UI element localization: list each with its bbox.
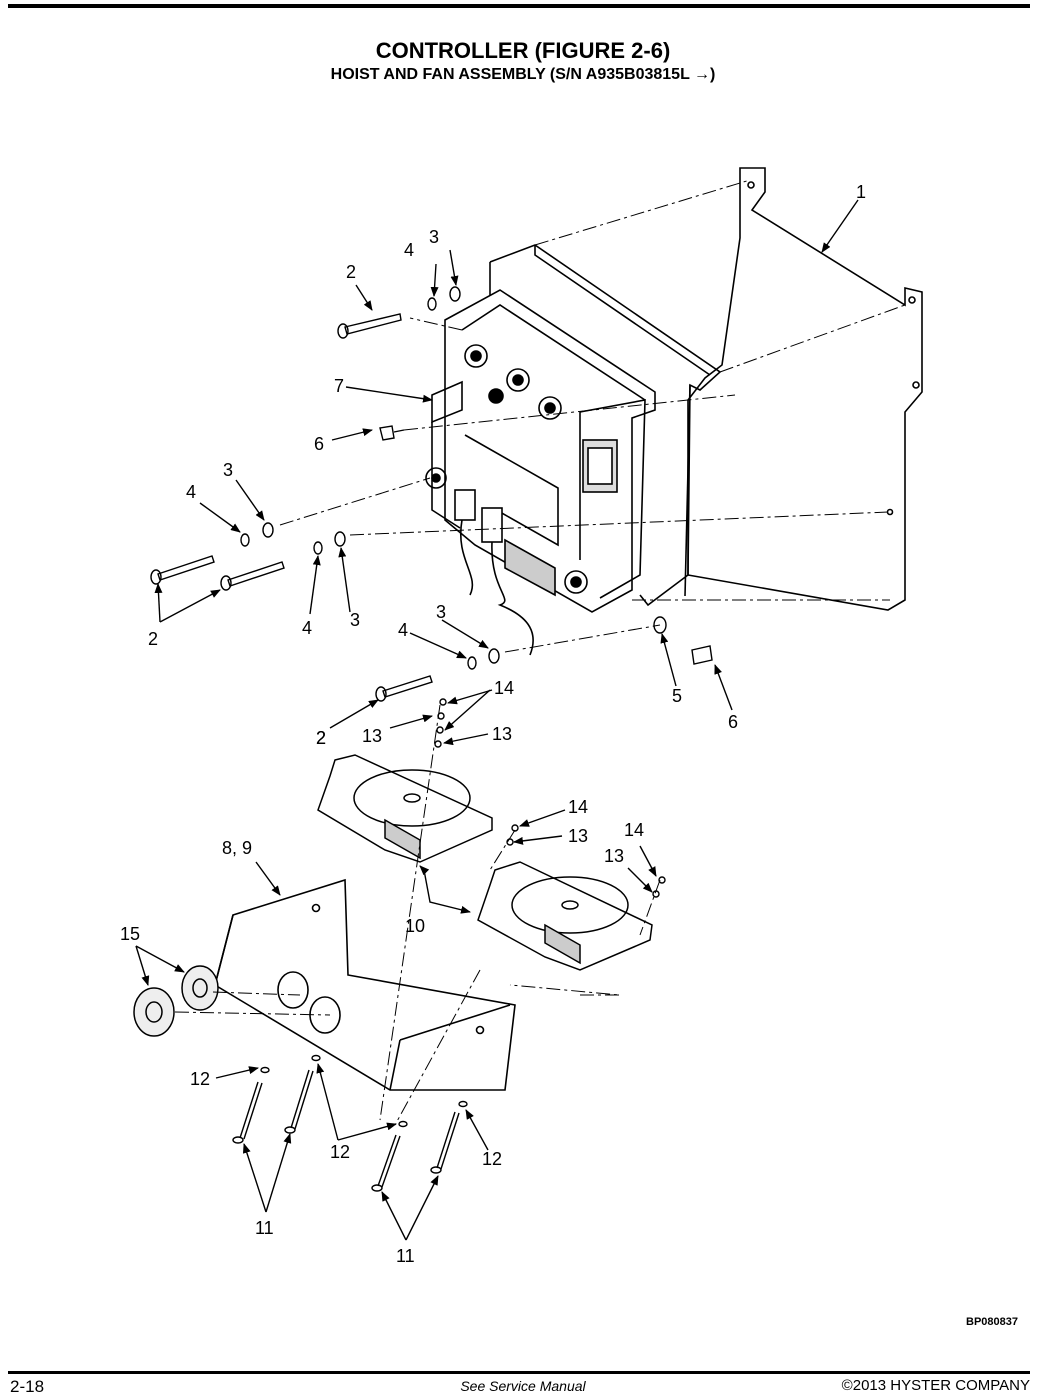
callout-label: 5 (672, 686, 682, 706)
page-subtitle: HOIST AND FAN ASSEMBLY (S/N A935B03815L … (330, 66, 716, 83)
alignment-lines (174, 179, 906, 1126)
callout-label: 3 (223, 460, 233, 480)
callout-label: 2 (316, 728, 326, 748)
hardware-fasteners (150, 286, 713, 898)
callout-label: 12 (190, 1069, 210, 1089)
callout-label: 14 (568, 797, 588, 817)
callout-label: 15 (120, 924, 140, 944)
callout-label: 13 (568, 826, 588, 846)
mounting-plate (687, 167, 923, 611)
controller-heatsink-housing (489, 244, 722, 607)
page-number: 2-18 (10, 1377, 45, 1396)
callout-label: 8, 9 (222, 838, 252, 858)
cooling-fan-upper (317, 754, 493, 863)
bottom-rule (8, 1371, 1030, 1374)
callout-label: 11 (255, 1218, 274, 1238)
callout-label: 6 (728, 712, 738, 732)
callout-label: 2 (316, 728, 326, 748)
callout-labels: 1 2 3 4 2 3 4 4 3 2 3 4 7 6 5 6 2 13 14 … (120, 182, 866, 1266)
callout-label: 12 (330, 1142, 350, 1162)
callout-label: 4 (404, 240, 414, 260)
callout-label: 14 (624, 820, 644, 840)
grommets (133, 965, 219, 1037)
controller-body (425, 289, 656, 656)
callout-label: 11 (396, 1246, 415, 1266)
callout-label: 2 (148, 629, 158, 649)
callout-label: 4 (302, 618, 312, 638)
callout-label: 3 (436, 602, 446, 622)
callout-label: 7 (334, 376, 344, 396)
page-title: CONTROLLER (FIGURE 2-6) (375, 38, 671, 63)
callout-label: 2 (346, 262, 356, 282)
cooling-fan-lower (477, 861, 653, 971)
leader-arrows (135, 199, 859, 1241)
fan-screws (232, 1054, 468, 1192)
callout-label: 4 (186, 482, 196, 502)
callout-label: 3 (350, 610, 360, 630)
callout-label: 1 (856, 182, 866, 202)
top-rule (8, 4, 1030, 8)
callout-label: 6 (314, 434, 324, 454)
callout-label: 13 (362, 726, 382, 746)
callout-label: 4 (398, 620, 408, 640)
callout-label: 3 (429, 227, 439, 247)
footer-note: See Service Manual (460, 1378, 586, 1394)
copyright: ©2013 HYSTER COMPANY (841, 1377, 1030, 1394)
callout-label: 13 (492, 724, 512, 744)
figure-reference-code: BP080837 (966, 1316, 1018, 1328)
callout-label: 10 (405, 916, 425, 936)
callout-label: 14 (494, 678, 514, 698)
callout-label: 13 (604, 846, 624, 866)
callout-label: 12 (482, 1149, 502, 1169)
